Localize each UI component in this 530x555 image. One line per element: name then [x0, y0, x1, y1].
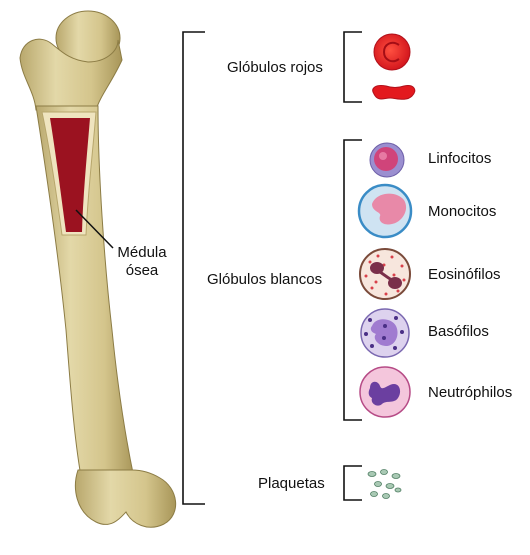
- neutrophil-cell: [359, 366, 411, 418]
- red-blood-cell-side: [372, 85, 416, 100]
- main-bracket: [182, 31, 205, 505]
- monocyte-nucleus: [372, 193, 407, 225]
- lymphocyte-nucleus: [374, 147, 398, 171]
- red-blood-cell-dimple: [382, 41, 400, 63]
- platelet: [382, 493, 390, 499]
- platelet: [385, 483, 395, 489]
- bone-marrow-core: [50, 118, 90, 232]
- red-cells-bracket: [343, 31, 362, 103]
- femur-condyles: [75, 469, 177, 528]
- basophil-granules: [364, 316, 404, 350]
- brackets: [182, 31, 362, 505]
- basophil-cell: [360, 308, 410, 358]
- femur-bone: [19, 10, 177, 528]
- red-blood-cell-front: [373, 33, 411, 71]
- eosinophil-nucleus-bridge: [379, 270, 393, 282]
- red-blood-cells: [372, 33, 416, 100]
- lymphocyte-cell: [369, 142, 405, 178]
- basophil-label: Basófilos: [428, 323, 489, 340]
- eosinophil-cell: [359, 248, 411, 300]
- platelets-bracket: [343, 465, 362, 501]
- marrow-label-line1: Médula: [117, 244, 167, 261]
- platelets-label: Plaquetas: [258, 475, 325, 492]
- lymphocyte-nucleus-spot: [379, 152, 387, 160]
- eosinophil-granules: [364, 254, 406, 296]
- platelet: [367, 471, 377, 477]
- marrow-label-line2: ósea: [125, 262, 159, 279]
- white-cells-bracket: [343, 139, 362, 421]
- lymphocyte-label: Linfocitos: [428, 150, 492, 167]
- platelet: [374, 481, 382, 487]
- platelet: [394, 487, 402, 493]
- monocyte-cell: [357, 183, 413, 239]
- eosinophil-label: Eosinófilos: [428, 266, 501, 283]
- white-cells-label: Glóbulos blancos: [207, 271, 323, 288]
- platelets: [367, 469, 402, 499]
- neutrophil-label: Neutróphilos: [428, 384, 513, 401]
- femur-neck: [19, 38, 123, 111]
- marrow-label: Médula ósea: [112, 244, 172, 280]
- red-cells-label: Glóbulos rojos: [227, 59, 323, 76]
- neutrophil-nucleus: [368, 381, 401, 406]
- eosinophil-nucleus-lobe-1: [370, 262, 384, 274]
- platelet: [380, 469, 388, 475]
- platelet: [391, 473, 401, 479]
- basophil-nucleus: [370, 319, 398, 346]
- marrow-leader-line: [75, 209, 114, 249]
- platelet: [370, 491, 378, 497]
- monocyte-label: Monocitos: [428, 203, 497, 220]
